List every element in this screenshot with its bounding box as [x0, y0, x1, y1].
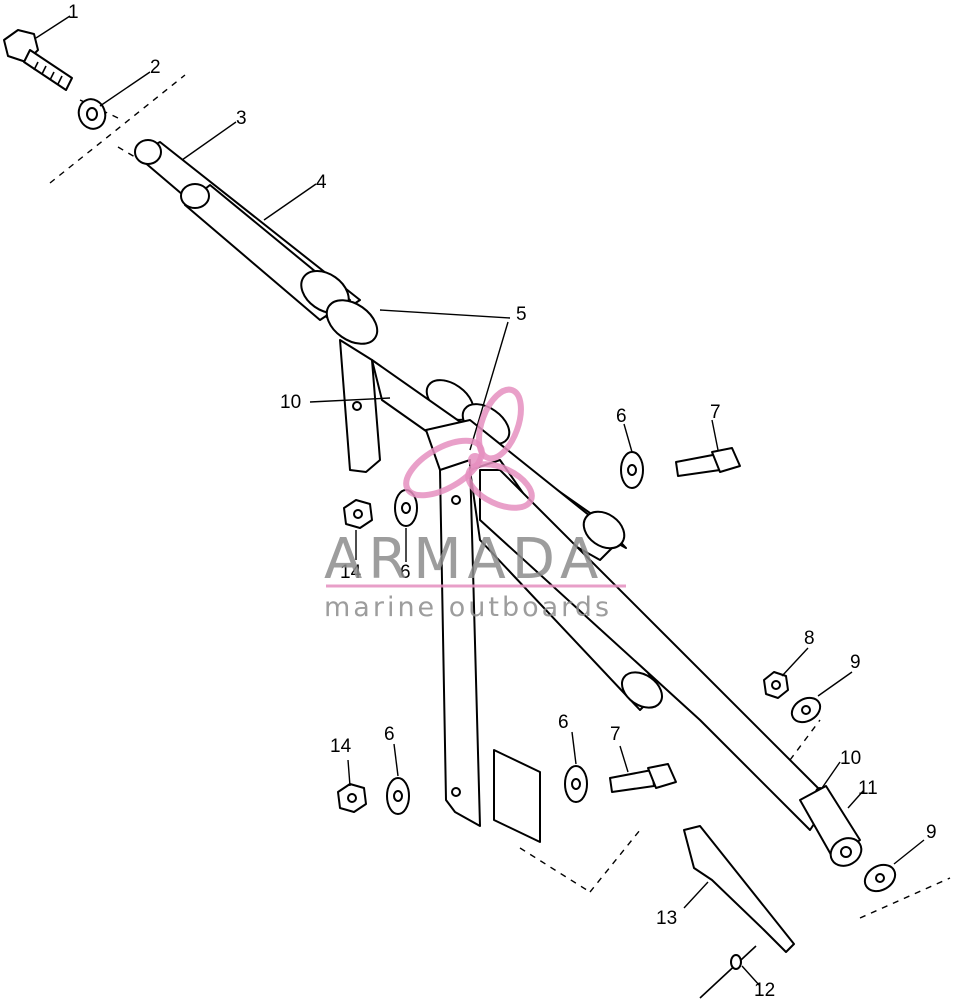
watermark-subtitle: marine outboards	[324, 592, 612, 623]
callout-3: 3	[236, 108, 247, 129]
callout-6-bottom-left: 6	[384, 724, 395, 745]
callout-10-top: 10	[280, 392, 301, 413]
callout-2: 2	[150, 57, 161, 78]
callout-7-bottom: 7	[610, 724, 621, 745]
washer-part-2	[77, 98, 107, 130]
propeller-logo-icon	[403, 386, 535, 511]
clip-part-13	[683, 825, 795, 953]
callout-9-bottom: 9	[926, 822, 937, 843]
sleeve-part-11	[799, 785, 863, 867]
callout-9-top: 9	[850, 652, 861, 673]
washer-part-6	[386, 451, 644, 815]
nut-part-8	[763, 671, 789, 699]
washer-part-9	[790, 696, 897, 893]
callout-leaders	[35, 15, 925, 987]
callout-5: 5	[516, 304, 527, 325]
callout-14-bottom: 14	[330, 736, 352, 757]
bushing-part-5	[325, 299, 511, 445]
callout-11: 11	[858, 778, 878, 799]
callout-10-bottom: 10	[840, 748, 861, 769]
watermark-title: ARMADA	[324, 527, 604, 592]
bolt-part-7	[609, 447, 741, 793]
armada-watermark: ARMADA marine outboards	[324, 386, 626, 623]
callout-12: 12	[754, 980, 775, 1001]
frame-bracket	[339, 339, 831, 831]
callout-4: 4	[316, 172, 327, 193]
callout-8: 8	[804, 628, 815, 649]
callout-13: 13	[656, 908, 677, 929]
callout-7-top: 7	[710, 402, 721, 423]
pin-part-12	[699, 945, 757, 999]
callout-1: 1	[68, 2, 79, 23]
assembly-centerlines	[49, 74, 951, 919]
callout-6-left: 6	[400, 562, 411, 583]
callout-labels: 1 2 3 4 5 6 7 10 14 6 8 9 10 11 9 14 6 6…	[68, 2, 937, 1001]
tube-part-3-4	[134, 139, 361, 321]
callout-6-bottom-right: 6	[558, 712, 569, 733]
callout-14-top: 14	[340, 562, 362, 583]
callout-6-top: 6	[616, 406, 627, 427]
mounting-plate	[493, 749, 541, 843]
nut-part-14	[337, 499, 373, 813]
bolt-part-1	[3, 29, 73, 91]
